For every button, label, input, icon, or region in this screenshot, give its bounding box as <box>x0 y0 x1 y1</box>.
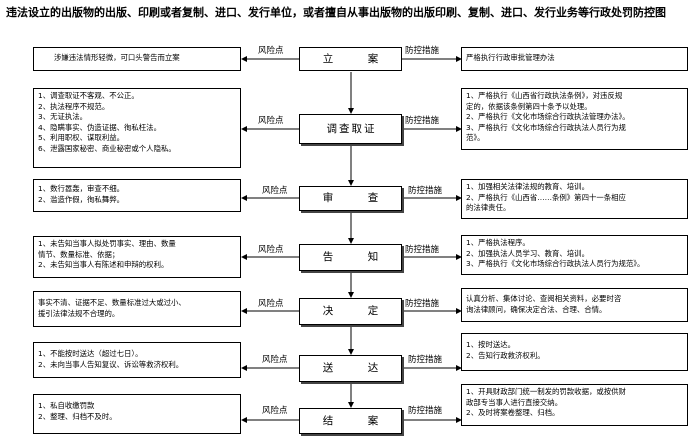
control-line: 2、严格执行《文化市场综合行政执法管理办法》。 <box>466 112 630 122</box>
control-label: 防控措施 <box>405 245 440 255</box>
risk-label: 风险点 <box>258 46 284 56</box>
control-box-5: 认真分析、集体讨论、查阅相关资料，必要时咨 询法律顾问，确保决定合法、合理、合情… <box>461 288 688 322</box>
step-box-4: 告 知 <box>299 244 402 271</box>
control-line: 3、严格执行《文化市场综合行政执法人员行为规范》。 <box>466 259 645 269</box>
risk-line: 1、私自收缴罚款 <box>38 401 95 410</box>
control-line: 3、严格执行《文化市场综合行政执法人员行为规 <box>466 122 626 132</box>
risk-label: 风险点 <box>262 406 288 416</box>
step-box-5: 决 定 <box>299 298 402 325</box>
control-line: 2、告知行政救济权利。 <box>466 350 545 360</box>
control-line: 1、开具财政部门统一制发的罚款收据，或按供财 <box>466 387 626 396</box>
risk-box-6: 1、不能按时送达（超过七日）。 2、未向当事人告知复议、诉讼等救济权利。 <box>33 342 241 378</box>
control-box-7: 1、开具财政部门统一制发的罚款收据，或按供财 政部专当事人进行直接交纳。 2、及… <box>461 384 688 426</box>
control-box-6: 1、按时送达。 2、告知行政救济权利。 <box>461 333 688 371</box>
control-line: 政部专当事人进行直接交纳。 <box>466 397 563 407</box>
risk-box-7: 1、私自收缴罚款 2、整理、归档不及时。 <box>33 394 241 434</box>
risk-line: 1、数行嚣轰，审查不细。 <box>38 184 125 193</box>
control-line: 2、加强执法人员学习、教育、培训。 <box>466 248 589 258</box>
control-line: 2、及时将案卷整理、归档。 <box>466 408 560 418</box>
risk-line: 3、无证执法。 <box>38 112 88 122</box>
control-label: 防控措施 <box>408 406 443 416</box>
risk-line: 4、隐瞒事实、伪造证据、徇私枉法。 <box>38 122 161 132</box>
risk-line: 援引法律法规不合理的。 <box>38 308 120 318</box>
control-box-3: 1、加强相关法律法规的教育、培训。 2、严格执行《山西省……条例》第四十一条相应… <box>461 179 688 219</box>
control-label: 防控措施 <box>408 355 443 365</box>
risk-line: 2、未向当事人告知复议、诉讼等救济权利。 <box>38 359 184 369</box>
risk-box-4: 1、未告知当事人拟处罚事实、理由、数量 情节、数量标准、依据； 2、未告知当事人… <box>33 236 241 278</box>
control-line: 询法律顾问，确保决定合法、合理、合情。 <box>466 304 607 314</box>
risk-box-3: 1、数行嚣轰，审查不细。 2、滥造作假，徇私舞弊。 <box>33 179 241 212</box>
risk-line: 6、泄露国家秘密、商业秘密或个人隐私。 <box>38 143 176 153</box>
risk-label: 风险点 <box>258 245 284 255</box>
control-box-4: 1、严格执法程序。 2、加强执法人员学习、教育、培训。 3、严格执行《文化市场综… <box>461 235 688 275</box>
control-line: 1、严格执法程序。 <box>466 238 530 247</box>
control-line: 严格执行行政审批管理办法 <box>466 53 555 62</box>
control-label: 防控措施 <box>405 116 440 126</box>
step-box-2: 调查取证 <box>299 114 402 144</box>
page-title: 违法设立的出版物的出版、印刷或者复制、进口、发行单位，或者擅自从事出版物的出版印… <box>6 6 666 19</box>
risk-box-5: 事实不清、证据不足、数量标准过大或过小、 援引法律法规不合理的。 <box>33 291 241 327</box>
control-line: 1、加强相关法律法规的教育、培训。 <box>466 182 589 191</box>
risk-box-1: 涉嫌违法情形轻微，可口头警告而立案 <box>33 47 241 71</box>
risk-label: 风险点 <box>258 116 284 126</box>
step-box-3: 审 查 <box>299 186 402 211</box>
risk-line: 2、滥造作假，徇私舞弊。 <box>38 194 125 204</box>
risk-line: 5、利用职权、谋取利益。 <box>38 133 125 143</box>
control-line: 2、严格执行《山西省……条例》第四十一条相应 <box>466 192 626 202</box>
risk-line: 涉嫌违法情形轻微，可口头警告而立案 <box>54 53 180 62</box>
risk-line: 事实不清、证据不足、数量标准过大或过小、 <box>38 298 186 307</box>
step-box-6: 送 达 <box>299 355 402 382</box>
control-label: 防控措施 <box>405 299 440 309</box>
risk-line: 1、调查取证不客观、不公正。 <box>38 91 139 100</box>
control-line: 的法律责任。 <box>466 203 511 213</box>
step-box-7: 结 案 <box>299 408 402 434</box>
control-line: 1、严格执行《山西省行政执法条例》，对违反规 <box>466 91 623 100</box>
risk-line: 2、整理、归档不及时。 <box>38 411 117 421</box>
risk-box-2: 1、调查取证不客观、不公正。 2、执法程序不规范。 3、无证执法。 4、隐瞒事实… <box>33 88 241 168</box>
risk-line: 1、不能按时送达（超过七日）。 <box>38 349 143 358</box>
risk-line: 1、未告知当事人拟处罚事实、理由、数量 <box>38 239 176 248</box>
risk-label: 风险点 <box>258 299 284 309</box>
control-line: 范》。 <box>466 133 485 143</box>
control-line: 认真分析、集体讨论、查阅相关资料，必要时咨 <box>466 294 622 303</box>
step-box-1: 立 案 <box>299 47 402 71</box>
risk-label: 风险点 <box>262 355 288 365</box>
control-line: 1、按时送达。 <box>466 340 516 349</box>
risk-line: 2、未告知当事人有陈述和申辩的权利。 <box>38 260 169 270</box>
risk-line: 2、执法程序不规范。 <box>38 101 110 111</box>
risk-label: 风险点 <box>262 186 288 196</box>
control-label: 防控措施 <box>408 186 443 196</box>
risk-line: 情节、数量标准、依据； <box>38 249 120 259</box>
control-box-1: 严格执行行政审批管理办法 <box>461 47 688 71</box>
control-box-2: 1、严格执行《山西省行政执法条例》，对违反规 定的，依据该条例第四十条予以处理。… <box>461 88 688 150</box>
control-line: 定的，依据该条例第四十条予以处理。 <box>466 101 592 111</box>
control-label: 防控措施 <box>405 46 440 56</box>
